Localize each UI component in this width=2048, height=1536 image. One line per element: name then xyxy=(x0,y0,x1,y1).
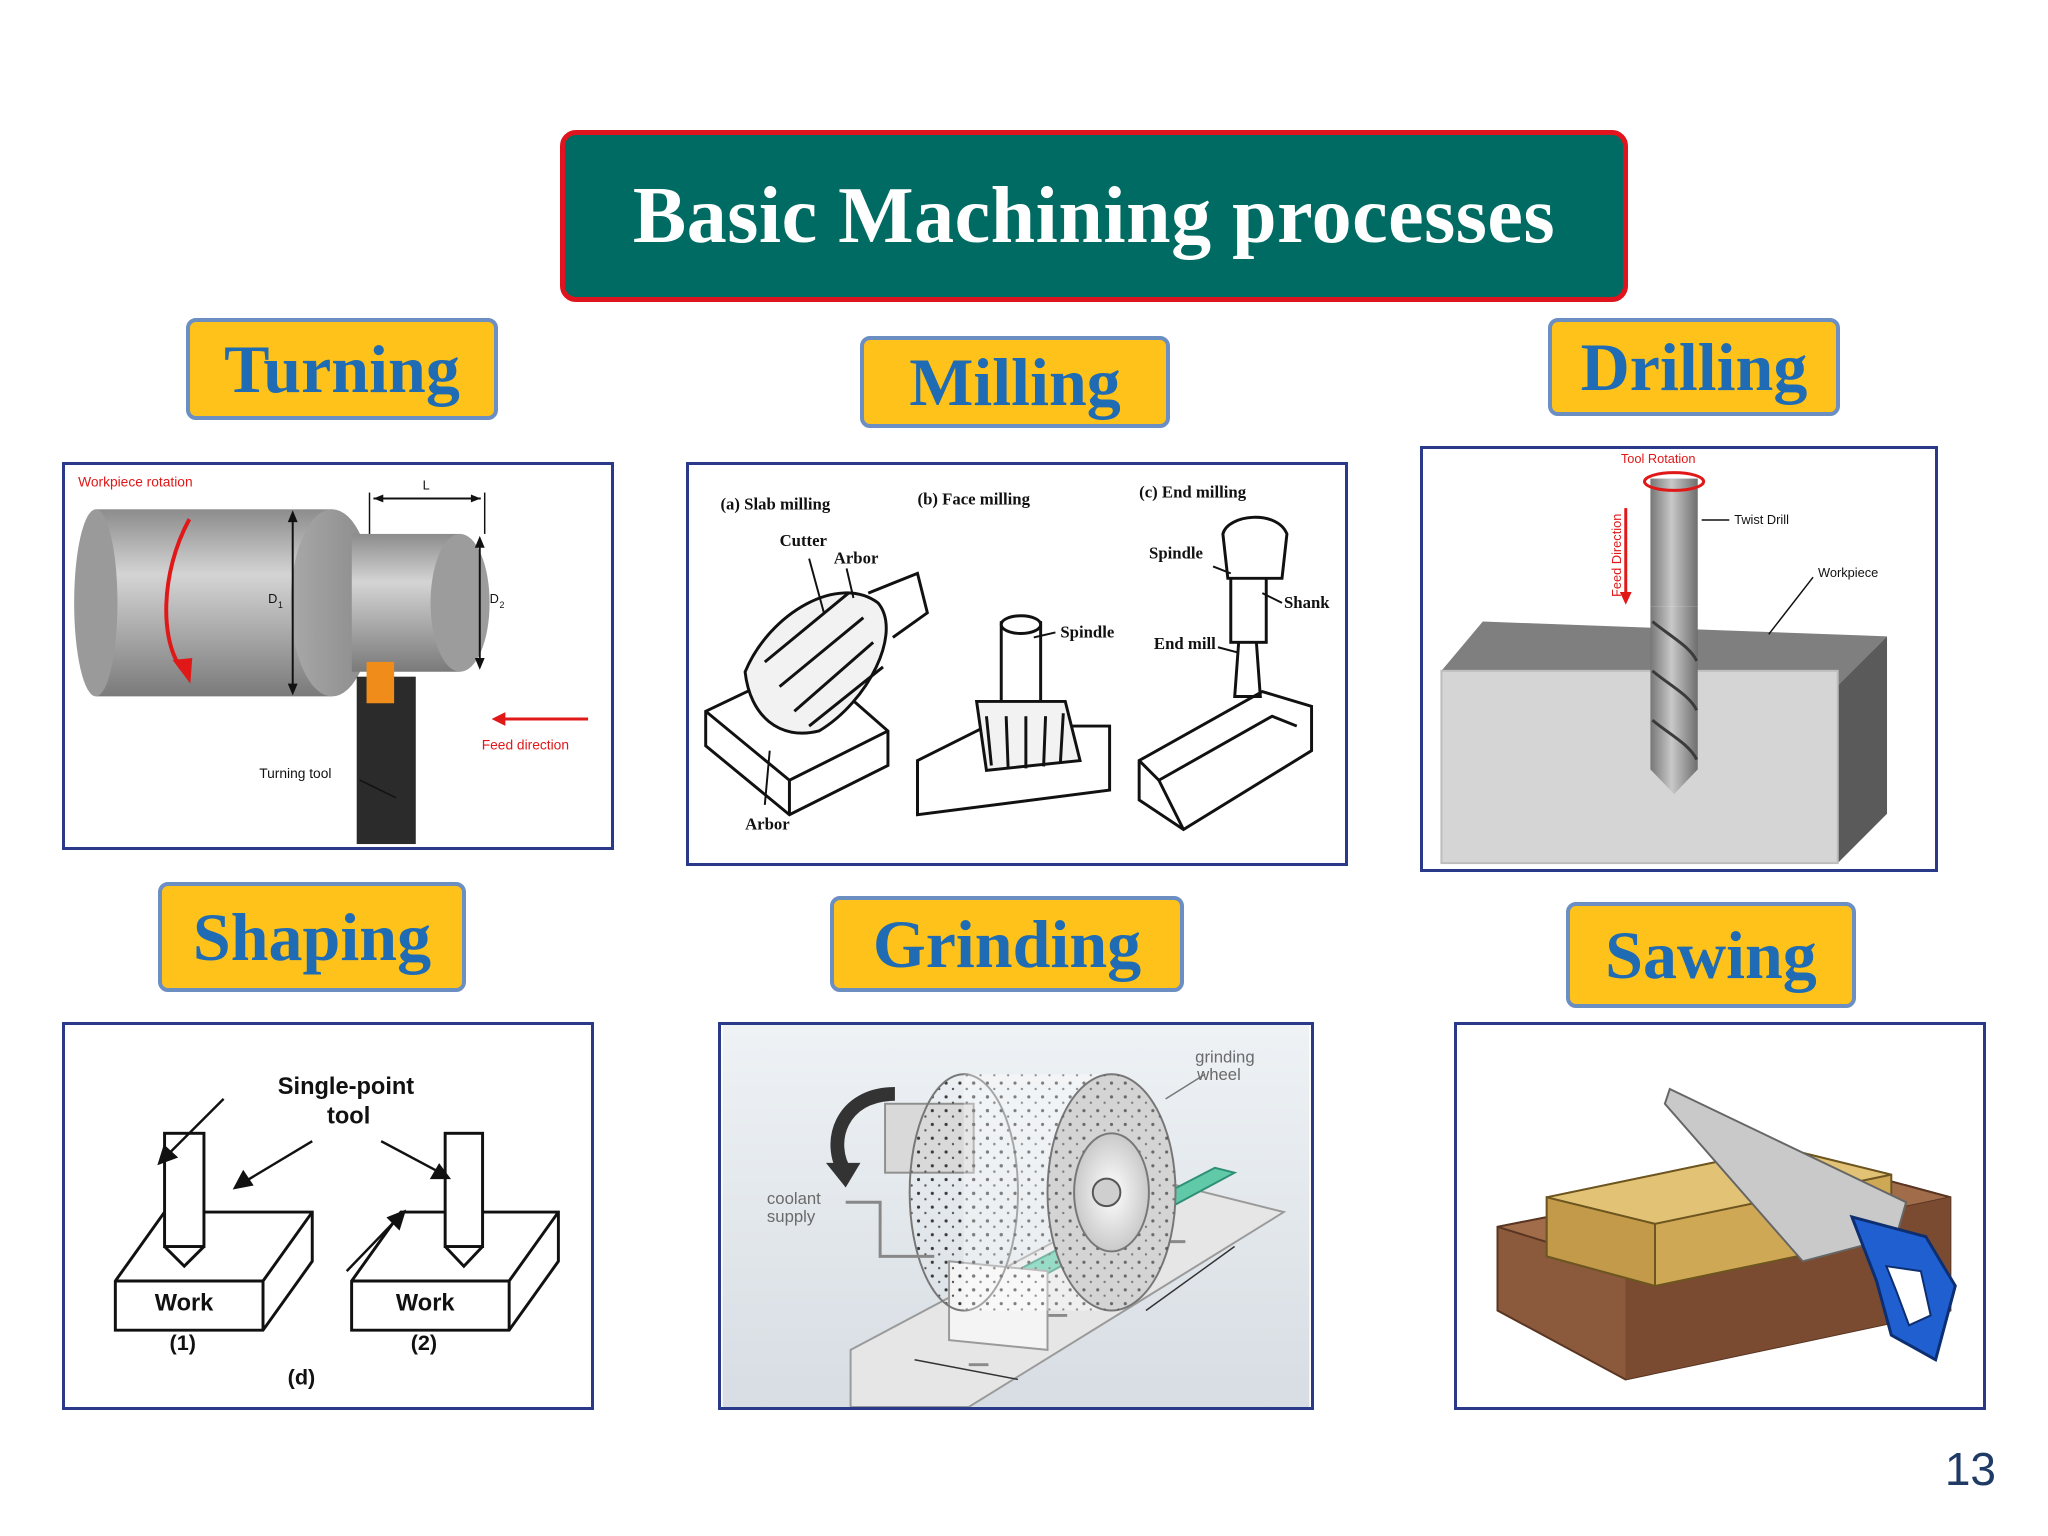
turning-length-label: L xyxy=(423,478,430,493)
sawing-diagram xyxy=(1454,1022,1986,1410)
milling-shank-label: Shank xyxy=(1284,593,1330,612)
shaping-tool-line1: Single-point xyxy=(278,1074,415,1100)
shaping-tool-line2: tool xyxy=(327,1103,370,1129)
drilling-twistdrill-label: Twist Drill xyxy=(1734,512,1789,527)
label-grinding: Grinding xyxy=(830,896,1184,992)
drilling-diagram: Tool Rotation Twist Drill Workpiece Feed… xyxy=(1420,446,1938,872)
drilling-illustration: Tool Rotation Twist Drill Workpiece Feed… xyxy=(1440,451,1888,865)
shaping-diagram: Single-point tool Work Work (1) (2) (d) xyxy=(62,1022,594,1410)
grinding-coolant-line1: coolant xyxy=(767,1189,821,1208)
label-turning: Turning xyxy=(186,318,498,420)
turning-d2-sub: 2 xyxy=(499,600,504,610)
milling-endmill-label: End mill xyxy=(1154,634,1216,653)
milling-slab-label: (a) Slab milling xyxy=(720,494,830,513)
shaping-fig-label: (d) xyxy=(288,1364,316,1389)
milling-spindle-c-label: Spindle xyxy=(1149,544,1203,563)
label-sawing: Sawing xyxy=(1566,902,1856,1008)
grinding-coolant-line2: supply xyxy=(767,1207,816,1226)
turning-feed-label: Feed direction xyxy=(482,738,569,753)
shaping-illustration: Single-point tool Work Work (1) (2) (d) xyxy=(113,1074,560,1389)
milling-arbor-top-label: Arbor xyxy=(834,549,879,568)
turning-diagram: Workpiece rotation L D 1 D 2 Feed direct… xyxy=(62,462,614,850)
milling-spindle-b-label: Spindle xyxy=(1060,622,1114,641)
milling-face-label: (b) Face milling xyxy=(918,489,1031,508)
shaping-work1-label: Work xyxy=(155,1291,214,1317)
label-milling: Milling xyxy=(860,336,1170,428)
turning-d1-sub: 1 xyxy=(278,600,283,610)
milling-diagram: (a) Slab milling (b) Face milling (c) En… xyxy=(686,462,1348,866)
shaping-num1-label: (1) xyxy=(169,1330,195,1355)
drilling-workpiece-label: Workpiece xyxy=(1818,565,1878,580)
milling-end-label: (c) End milling xyxy=(1139,483,1247,502)
shaping-num2-label: (2) xyxy=(411,1330,437,1355)
label-shaping: Shaping xyxy=(158,882,466,992)
sawing-illustration xyxy=(1496,1087,1957,1381)
turning-d2-label: D xyxy=(490,591,499,606)
slide-number: 13 xyxy=(1944,1443,1996,1495)
grinding-wheel-line1: grinding xyxy=(1195,1047,1255,1066)
milling-arbor-bottom-label: Arbor xyxy=(745,815,790,834)
drilling-feed-label: Feed Direction xyxy=(1609,514,1624,597)
slide-title: Basic Machining processes xyxy=(560,130,1628,302)
turning-d1-label: D xyxy=(268,591,277,606)
grinding-diagram: grinding wheel coolant supply xyxy=(718,1022,1314,1410)
drilling-rotation-label: Tool Rotation xyxy=(1621,451,1696,466)
turning-rotation-label: Workpiece rotation xyxy=(78,475,193,490)
turning-illustration: Workpiece rotation L D 1 D 2 Feed direct… xyxy=(74,475,589,845)
shaping-work2-label: Work xyxy=(396,1291,455,1317)
grinding-illustration: grinding wheel coolant supply xyxy=(722,1025,1310,1407)
grinding-wheel-line2: wheel xyxy=(1196,1065,1241,1084)
label-drilling: Drilling xyxy=(1548,318,1840,416)
turning-tool-label: Turning tool xyxy=(259,766,331,781)
milling-illustration: (a) Slab milling (b) Face milling (c) En… xyxy=(704,483,1330,834)
milling-cutter-label: Cutter xyxy=(780,531,828,550)
